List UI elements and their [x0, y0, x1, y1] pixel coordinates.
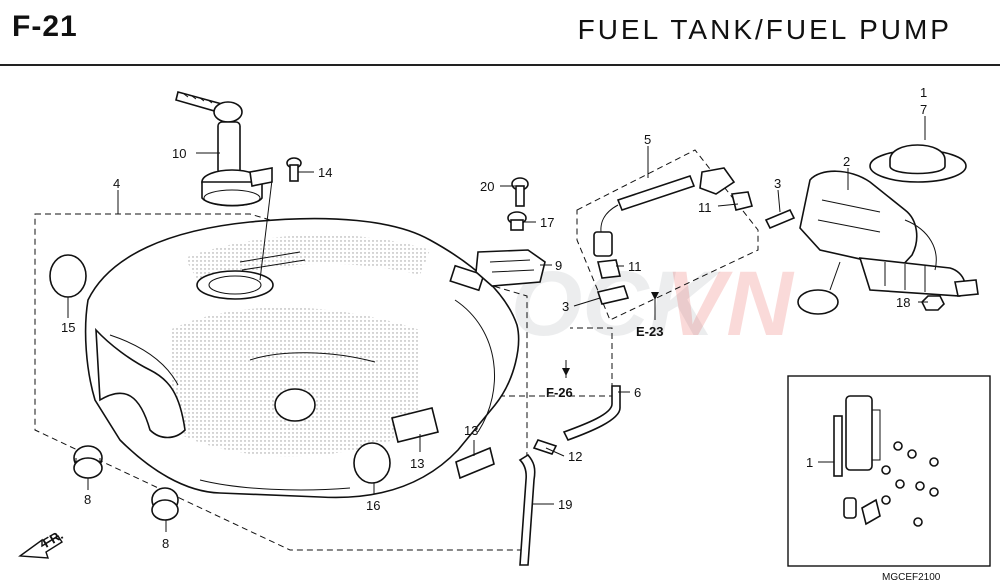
callout-18: 18 [896, 295, 910, 310]
watermark-accent: VN [665, 253, 795, 355]
callout-11-top: 11 [698, 200, 712, 215]
fuel-pump-base-plate [869, 144, 967, 183]
emblem-16 [353, 442, 391, 484]
nut-18 [921, 295, 945, 311]
callout-15: 15 [61, 320, 75, 335]
fuel-line-group-outline [576, 149, 759, 321]
rubber-8-b [151, 487, 179, 521]
callout-8-a: 8 [84, 492, 91, 507]
fuel-pump-inset [787, 375, 991, 567]
ref-e23: E-23 [636, 324, 663, 339]
bolt-14 [286, 157, 302, 182]
e23-arrow-icon [651, 292, 659, 300]
callout-1-top: 1 [920, 85, 927, 100]
callout-3-mid: 3 [562, 299, 569, 314]
fuel-pump-assembly [797, 170, 979, 315]
callout-11-mid: 11 [628, 259, 642, 274]
bracket-9 [475, 249, 546, 287]
fuel-feed-hose [593, 167, 736, 279]
section-code: F-21 [12, 10, 78, 43]
drain-hose-6 [562, 385, 621, 441]
collar-17 [507, 211, 527, 231]
callout-10: 10 [172, 146, 186, 161]
callout-19: 19 [558, 497, 572, 512]
callout-labels: 1 7 2 3 5 11 11 3 20 17 9 10 14 4 15 18 … [61, 85, 927, 551]
emblem-13-b [455, 446, 495, 480]
bolt-20 [511, 177, 529, 207]
callout-16: 16 [366, 498, 380, 513]
hose-12 [532, 439, 558, 455]
callout-3-right: 3 [774, 176, 781, 191]
header-divider [0, 64, 1000, 66]
callout-6: 6 [634, 385, 641, 400]
callout-13-a: 13 [410, 456, 424, 471]
hose-clip-3-right [764, 208, 796, 230]
emblem-13-a [391, 407, 439, 443]
ignition-key-cap [175, 91, 273, 207]
page-title: FUEL TANK/FUEL PUMP [577, 14, 952, 45]
fuel-cap-cover [49, 254, 87, 298]
callout-17: 17 [540, 215, 554, 230]
parts-diagram: BIKESTOCK VN [18, 85, 991, 583]
diagram-code: MGCEF2100 [882, 572, 941, 583]
callout-1-inset: 1 [806, 455, 813, 470]
f26-arrow-icon [562, 368, 570, 376]
callout-13-b: 13 [464, 423, 478, 438]
callout-9: 9 [555, 258, 562, 273]
front-direction-indicator: FR. [18, 527, 66, 559]
callout-5: 5 [644, 132, 651, 147]
callout-12: 12 [568, 449, 582, 464]
tube-19 [518, 453, 536, 566]
callout-7: 7 [920, 102, 927, 117]
hose-clip-3-mid [596, 285, 630, 305]
ref-f26: F-26 [546, 385, 573, 400]
callout-14: 14 [318, 165, 332, 180]
callout-20: 20 [480, 179, 494, 194]
front-arrow-icon [18, 535, 63, 559]
callout-8-b: 8 [162, 536, 169, 551]
callout-2: 2 [843, 154, 850, 169]
fuel-tank [84, 217, 520, 499]
hose-clip-11-top [731, 191, 753, 211]
callout-4: 4 [113, 176, 120, 191]
rubber-8-a [73, 445, 103, 479]
